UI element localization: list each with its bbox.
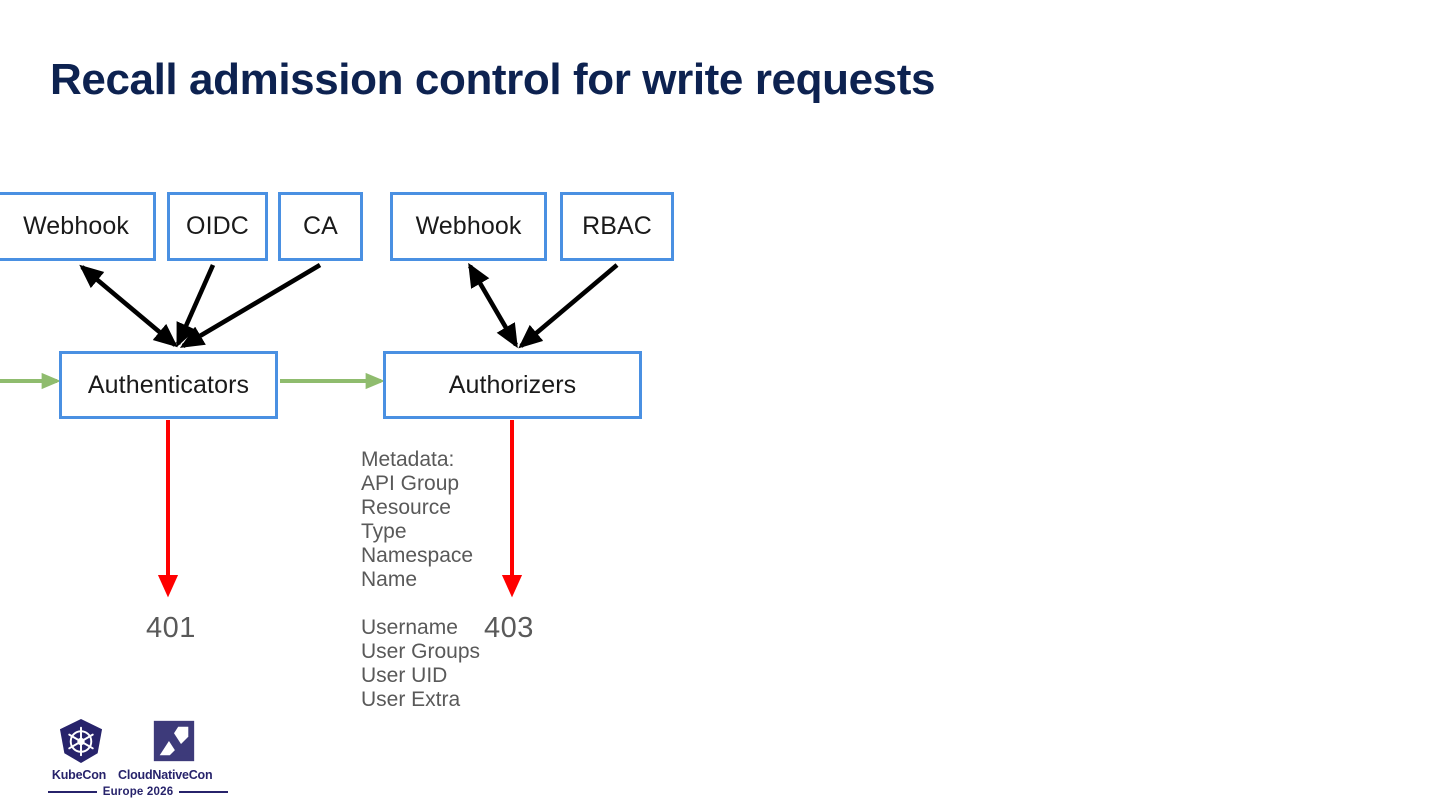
cloudnativecon-mark-icon bbox=[153, 720, 195, 762]
node-webhook-authentication[interactable]: Webhook bbox=[0, 192, 156, 261]
status-code-401: 401 bbox=[146, 612, 196, 644]
node-ca[interactable]: CA bbox=[278, 192, 363, 261]
kubecon-cloudnativecon-logo: KubeCon CloudNativeCon Europe 2026 bbox=[48, 718, 228, 798]
list-item: Namespace bbox=[361, 544, 474, 567]
node-label: Webhook bbox=[23, 212, 129, 240]
list-item: User UID bbox=[361, 664, 448, 687]
connector-webhook-auth bbox=[79, 264, 178, 348]
kubernetes-wheel-icon bbox=[59, 718, 103, 764]
authorization-attributes-list: Metadata: API Group Resource Type Namesp… bbox=[361, 448, 480, 712]
node-label: RBAC bbox=[582, 212, 652, 240]
node-label: OIDC bbox=[186, 212, 249, 240]
connector-webhook-authz bbox=[468, 262, 518, 349]
node-label: CA bbox=[303, 212, 338, 240]
list-item: Type bbox=[361, 520, 407, 543]
list-item: Metadata: bbox=[361, 448, 455, 471]
divider-left bbox=[48, 791, 97, 793]
list-item: User Groups bbox=[361, 640, 481, 663]
status-code-403: 403 bbox=[484, 612, 534, 644]
list-item: Name bbox=[361, 568, 418, 591]
node-label: Authenticators bbox=[87, 370, 250, 399]
node-label: Webhook bbox=[415, 212, 522, 240]
divider-right bbox=[179, 791, 228, 793]
list-item: Username bbox=[361, 616, 458, 639]
node-label: Authorizers bbox=[448, 370, 577, 399]
connector-ca bbox=[179, 263, 322, 348]
kubecon-wordmark: KubeCon bbox=[51, 768, 107, 782]
list-item: User Extra bbox=[361, 688, 461, 711]
event-name-label: Europe 2026 bbox=[102, 786, 174, 798]
node-rbac[interactable]: RBAC bbox=[560, 192, 674, 261]
connector-rbac bbox=[518, 263, 619, 349]
node-authenticators[interactable]: Authenticators bbox=[59, 351, 278, 419]
list-spacer bbox=[361, 592, 480, 616]
page-title: Recall admission control for write reque… bbox=[50, 55, 936, 104]
connector-oidc bbox=[175, 264, 216, 348]
node-oidc[interactable]: OIDC bbox=[167, 192, 268, 261]
cloudnativecon-wordmark: CloudNativeCon bbox=[118, 768, 213, 782]
event-name-line: Europe 2026 bbox=[48, 786, 228, 798]
node-authorizers[interactable]: Authorizers bbox=[383, 351, 642, 419]
node-webhook-authorization[interactable]: Webhook bbox=[390, 192, 547, 261]
list-item: API Group bbox=[361, 472, 460, 495]
list-item: Resource bbox=[361, 496, 451, 519]
